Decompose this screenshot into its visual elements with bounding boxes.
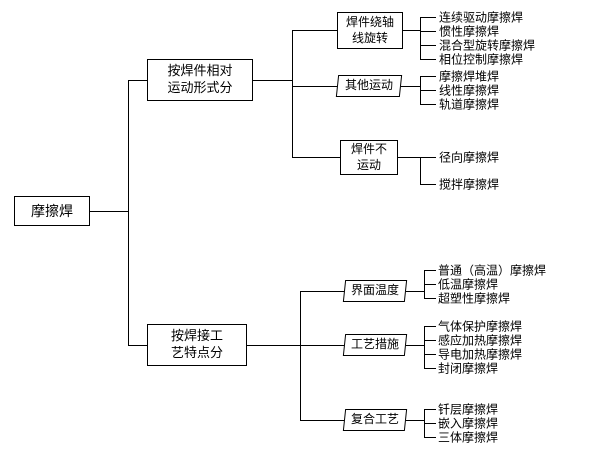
group-node-interface-temperature: 界面温度 [342,280,408,302]
connector-line [420,17,436,18]
connector-line [420,31,436,32]
group-node-other-motion: 其他运动 [335,75,403,97]
root-node: 摩擦焊 [14,196,90,226]
connector-line [406,420,424,421]
connector-line [300,345,344,346]
group-node-no-motion: 焊件不 运动 [340,140,398,175]
leaf-node: 感应加热摩擦焊 [438,333,523,348]
connector-line [300,291,301,421]
connector-line [406,291,424,292]
connector-line [128,80,129,346]
group-node-rotation-around-axis: 焊件绕轴 线旋转 [337,12,403,49]
leaf-node: 摩擦焊堆焊 [439,69,500,84]
group-label: 焊件不 运动 [350,141,387,172]
leaf-node: 低温摩擦焊 [438,277,499,292]
connector-line [406,345,424,346]
branch-node-motion-form: 按焊件相对 运动形式分 [147,59,253,101]
connector-line [424,409,436,410]
leaf-node: 混合型旋转摩擦焊 [439,38,536,53]
leaf-node: 轨道摩擦焊 [439,97,500,112]
group-label: 其他运动 [344,78,393,93]
connector-line [424,423,436,424]
leaf-node: 搅拌摩擦焊 [439,177,500,192]
leaf-node: 三体摩擦焊 [438,430,499,445]
connector-line [424,326,436,327]
leaf-node: 线性摩擦焊 [439,83,500,98]
leaf-node: 相位控制摩擦焊 [439,52,524,67]
connector-line [292,30,337,31]
connector-line [420,157,436,158]
connector-line [424,298,436,299]
connector-line [420,184,436,185]
group-label: 界面温度 [350,283,399,298]
connector-line [420,45,436,46]
leaf-node: 惯性摩擦焊 [439,24,500,39]
connector-line [424,340,436,341]
connector-line [398,157,420,158]
connector-line [128,80,147,81]
root-label: 摩擦焊 [31,202,73,219]
connector-line [420,17,421,60]
leaf-node: 气体保护摩擦焊 [438,319,523,334]
connector-line [420,76,436,77]
leaf-node: 封闭摩擦焊 [438,361,499,376]
connector-line [401,86,420,87]
leaf-node: 超塑性摩擦焊 [438,291,511,306]
leaf-node: 普通（高温）摩擦焊 [438,263,547,278]
connector-line [424,368,436,369]
branch-label: 按焊接工 艺特点分 [170,328,223,360]
group-label: 复合工艺 [350,412,399,427]
leaf-node: 钎层摩擦焊 [438,402,499,417]
connector-line [424,284,436,285]
group-node-process-measures: 工艺措施 [342,334,408,356]
connector-line [420,90,436,91]
connector-line [424,437,436,438]
connector-line [424,270,436,271]
connector-line [292,86,337,87]
branch-label: 按焊件相对 运动形式分 [167,63,233,95]
group-label: 焊件绕轴 线旋转 [345,14,394,45]
leaf-node: 连续驱动摩擦焊 [439,10,524,25]
branch-node-process-feature: 按焊接工 艺特点分 [147,324,247,366]
connector-line [420,157,421,185]
group-node-composite-process: 复合工艺 [342,409,408,431]
leaf-node: 嵌入摩擦焊 [438,416,499,431]
connector-line [424,354,436,355]
connector-line [247,345,300,346]
connector-line [253,80,292,81]
connector-line [403,30,420,31]
connector-line [292,157,340,158]
connector-line [90,211,128,212]
connector-line [424,326,425,369]
connector-line [420,59,436,60]
connector-line [300,291,344,292]
group-label: 工艺措施 [350,337,399,352]
connector-line [292,30,293,158]
leaf-node: 导电加热摩擦焊 [438,347,523,362]
leaf-node: 径向摩擦焊 [439,150,500,165]
connector-line [300,420,344,421]
connector-line [128,345,147,346]
connector-line [420,104,436,105]
